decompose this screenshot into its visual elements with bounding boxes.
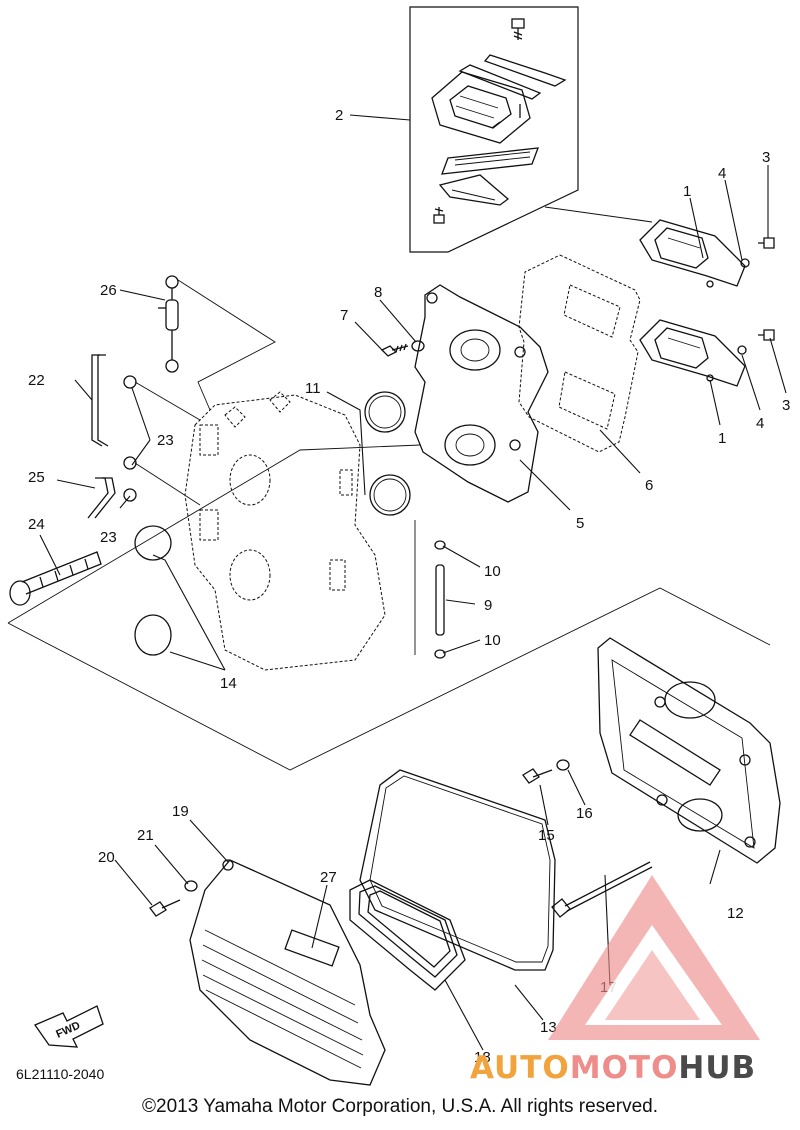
callout-2: 2: [335, 107, 343, 124]
callout-8: 8: [374, 284, 382, 301]
reed-valve-assembly-lower: [639, 319, 775, 387]
bolt-7: [380, 343, 409, 357]
filter-24: [9, 551, 102, 606]
callout-23-lower: 23: [100, 529, 117, 546]
callout-16: 16: [576, 805, 593, 822]
callout-24: 24: [28, 516, 45, 533]
callout-6: 6: [645, 477, 653, 494]
callout-18: 18: [474, 1049, 491, 1066]
o-ring-14a: [134, 525, 172, 561]
callout-10-lower: 10: [484, 632, 501, 649]
brand-part-moto: MOTO: [569, 1050, 679, 1086]
bolt-17: [551, 861, 653, 918]
cylinder-head-cover: [597, 637, 781, 864]
part-code: 6L21110-2040: [16, 1066, 105, 1082]
throttle-link-26: [158, 275, 179, 373]
callout-23-upper: 23: [157, 432, 174, 449]
callout-26: 26: [100, 282, 117, 299]
assembly-outline: [7, 444, 771, 771]
o-ring-14b: [134, 614, 172, 656]
o-rings-11: [364, 391, 411, 516]
carburetor-body: [184, 391, 386, 671]
watermark-brand: AUTOMOTOHUB: [470, 1050, 756, 1086]
callout-11: 11: [305, 380, 321, 397]
pin-group: [414, 520, 446, 659]
callout-9: 9: [484, 597, 492, 614]
outer-cover: [189, 859, 386, 1086]
callout-3-lower: 3: [782, 397, 790, 414]
callout-20: 20: [98, 849, 115, 866]
reed-valve-assembly-upper: [639, 219, 775, 288]
callout-5: 5: [576, 515, 584, 532]
fwd-arrow: FWD: [34, 1005, 104, 1048]
callout-1-lower: 1: [718, 430, 726, 447]
callout-19: 19: [172, 803, 189, 820]
bolt-15: [522, 768, 553, 784]
callout-12: 12: [727, 905, 744, 922]
callout-3-upper: 3: [762, 149, 770, 166]
callout-25: 25: [28, 469, 45, 486]
callout-13: 13: [540, 1019, 557, 1036]
brand-part-hub: HUB: [678, 1050, 757, 1086]
seal-18: [349, 879, 466, 991]
callout-22: 22: [28, 372, 45, 389]
washer-16: [556, 759, 570, 771]
clip-23: [123, 375, 137, 502]
washer-21: [184, 880, 198, 892]
callout-27: 27: [320, 869, 337, 886]
callout-1-upper: 1: [683, 183, 691, 200]
washer-8: [411, 340, 425, 352]
callout-7: 7: [340, 307, 348, 324]
hose-22: [91, 354, 103, 447]
brand-part-auto: AUTO: [470, 1050, 570, 1086]
reed-valve-kit-box: [409, 6, 579, 253]
callout-numbers: 2 1 4 3 1 4 3 8 7 6 5 11 10 9 10 14 26 2…: [28, 107, 790, 1066]
copyright-notice: ©2013 Yamaha Motor Corporation, U.S.A. A…: [142, 1096, 658, 1117]
callout-10-upper: 10: [484, 563, 501, 580]
callout-21: 21: [137, 827, 154, 844]
watermark-logo-triangle: [548, 875, 760, 1040]
bolt-20: [149, 899, 181, 917]
intake-gasket: [518, 254, 641, 453]
hose-25: [87, 477, 109, 519]
intake-manifold: [414, 284, 549, 503]
callout-4-lower: 4: [756, 415, 764, 432]
gasket-13: [359, 769, 556, 971]
callout-15: 15: [538, 827, 555, 844]
callout-4-upper: 4: [718, 165, 726, 182]
fwd-label: FWD: [54, 1020, 82, 1041]
callout-14: 14: [220, 675, 237, 692]
